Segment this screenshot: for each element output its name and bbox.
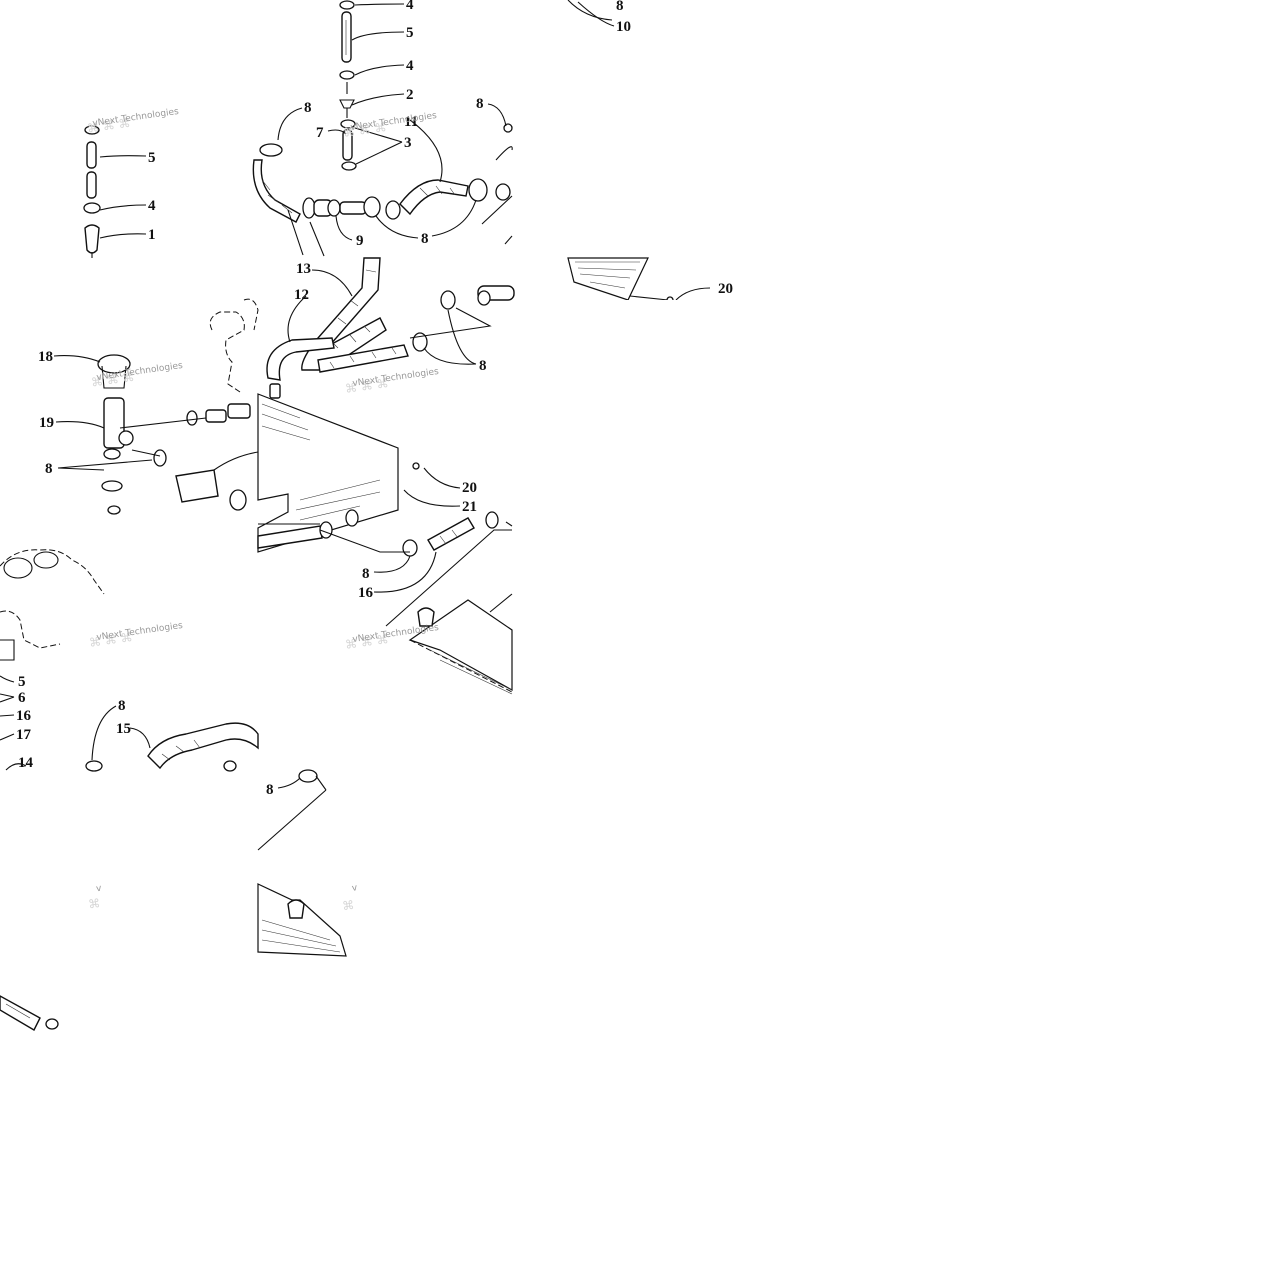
part-group-left-upper xyxy=(83,125,101,258)
watermark-fragment: v xyxy=(351,883,358,894)
callout-5: 5 xyxy=(406,25,414,41)
callout-4: 4 xyxy=(148,198,156,214)
callout-8: 8 xyxy=(266,782,274,798)
svg-text:⌘ ⌘ ⌘: ⌘ ⌘ ⌘ xyxy=(344,632,389,652)
bottom-left-pipe xyxy=(0,995,59,1031)
callout-20: 20 xyxy=(462,480,477,496)
callout-2: 2 xyxy=(406,87,414,103)
leader-lines xyxy=(0,1,711,789)
radiator-assembly xyxy=(97,354,513,557)
callout-7: 7 xyxy=(316,125,324,141)
callout-19: 19 xyxy=(39,415,54,431)
lower-left-hose xyxy=(5,722,259,772)
callout-8: 8 xyxy=(304,100,312,116)
svg-text:⌘: ⌘ xyxy=(87,896,101,912)
callout-8: 8 xyxy=(45,461,53,477)
svg-text:⌘: ⌘ xyxy=(341,898,355,914)
watermark-fragment: v xyxy=(96,884,103,895)
callout-8: 8 xyxy=(476,96,484,112)
callout-9: 9 xyxy=(356,233,364,249)
callout-1: 1 xyxy=(148,227,156,243)
callout-8: 8 xyxy=(479,358,487,374)
callout-labels: 4 5 4 2 8 10 8 7 11 3 8 9 8 5 4 1 13 12 … xyxy=(16,0,733,798)
callout-4: 4 xyxy=(406,58,414,74)
callout-4: 4 xyxy=(406,0,414,13)
radiator-fragment-right xyxy=(567,257,674,304)
coolant-tank-outline xyxy=(0,549,105,661)
lower-frame-assembly xyxy=(385,529,513,695)
callout-5: 5 xyxy=(148,150,156,166)
callout-8: 8 xyxy=(616,0,624,14)
part-group-top-center xyxy=(339,0,357,171)
callout-16: 16 xyxy=(16,708,32,724)
callout-21: 21 xyxy=(462,499,477,515)
upper-hose-assembly xyxy=(252,123,513,257)
watermark-text: vNext Technologies xyxy=(96,621,184,643)
callout-15: 15 xyxy=(116,721,131,737)
callout-11: 11 xyxy=(404,114,418,130)
part-fragment-top-right xyxy=(567,0,613,21)
watermark-text: vNext Technologies xyxy=(92,107,180,129)
svg-text:⌘ ⌘ ⌘: ⌘ ⌘ ⌘ xyxy=(342,120,387,140)
blank-region-bottom xyxy=(0,1040,1285,1285)
callout-6: 6 xyxy=(18,690,26,706)
callout-20: 20 xyxy=(718,281,733,297)
callout-18: 18 xyxy=(38,349,53,365)
svg-text:⌘ ⌘ ⌘: ⌘ ⌘ ⌘ xyxy=(344,376,389,396)
callout-5: 5 xyxy=(18,674,26,690)
callout-17: 17 xyxy=(16,727,32,743)
callout-10: 10 xyxy=(616,19,631,35)
callout-8: 8 xyxy=(362,566,370,582)
watermark-text: vNext Technologies xyxy=(350,111,438,133)
svg-text:⌘ ⌘ ⌘: ⌘ ⌘ ⌘ xyxy=(86,116,131,136)
watermark-text: vNext Technologies xyxy=(352,367,440,389)
svg-text:⌘ ⌘ ⌘: ⌘ ⌘ ⌘ xyxy=(90,370,135,390)
callout-8: 8 xyxy=(421,231,429,247)
callout-8: 8 xyxy=(118,698,126,714)
svg-text:⌘ ⌘ ⌘: ⌘ ⌘ ⌘ xyxy=(88,630,133,650)
crossover-hoses xyxy=(209,257,515,393)
lower-radiator-fragment xyxy=(257,769,347,957)
callout-3: 3 xyxy=(404,135,412,151)
callout-16: 16 xyxy=(358,585,374,601)
callout-14: 14 xyxy=(18,755,34,771)
callout-13: 13 xyxy=(296,261,311,277)
callout-12: 12 xyxy=(294,287,309,303)
